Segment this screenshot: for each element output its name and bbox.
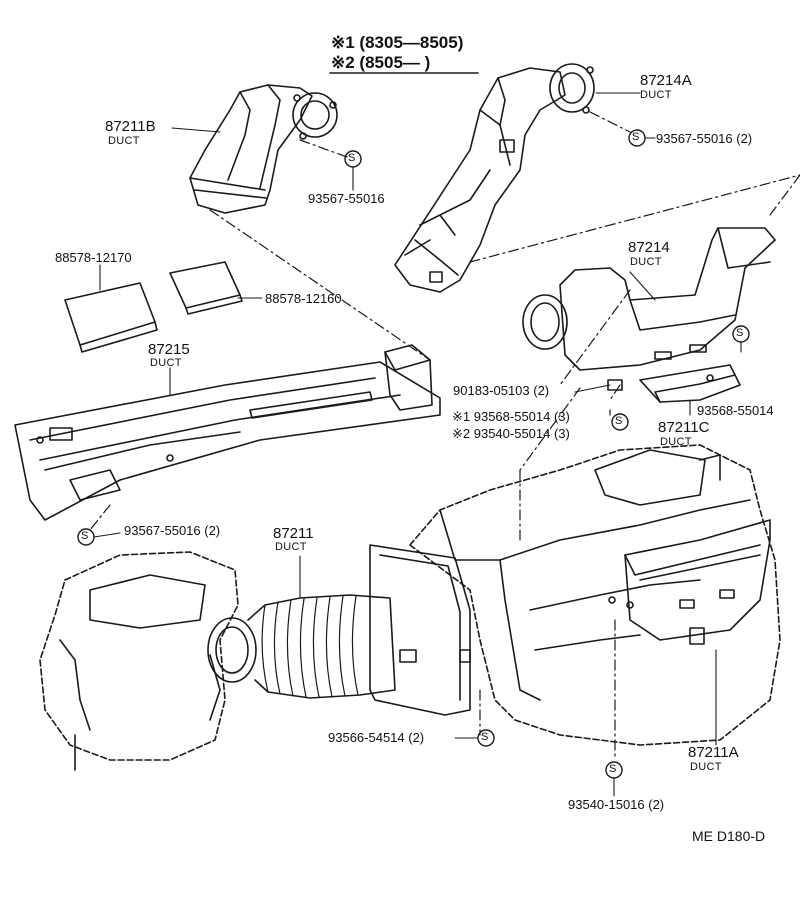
- part-number-87211: 87211: [273, 525, 314, 542]
- screw-symbol-7: S: [609, 763, 617, 775]
- screw-symbol-6: S: [481, 731, 489, 743]
- diagram-code: ME D180-D: [692, 828, 766, 844]
- legend-line-1: ※1 (8305—8505): [331, 33, 464, 52]
- part-number-87214: 87214: [628, 239, 670, 256]
- filter-88578-12160-drawing: [169, 261, 243, 315]
- screw-symbol-3: S: [736, 327, 744, 339]
- callout-93540-15016: 93540-15016 (2): [568, 797, 665, 812]
- part-number-87214A: 87214A: [640, 72, 692, 89]
- callout-93568-55014-x3: ※1 93568-55014 (3): [452, 409, 570, 424]
- part-name-87211C: DUCT: [660, 436, 692, 448]
- callout-93567-55016-x2-top: 93567-55016 (2): [656, 131, 753, 146]
- duct-87214-drawing: [522, 227, 776, 371]
- duct-87215-drawing: [14, 344, 441, 521]
- callout-93566-54514: 93566-54514 (2): [328, 730, 425, 745]
- part-name-87211B: DUCT: [108, 135, 140, 147]
- callout-88578-12160: 88578-12160: [265, 291, 342, 306]
- assembly-guide-lines: [89, 111, 800, 761]
- duct-87214A-drawing: [394, 63, 595, 293]
- duct-87211B-drawing: [189, 84, 338, 214]
- part-number-87215: 87215: [148, 341, 190, 358]
- filter-88578-12170-drawing: [64, 282, 158, 353]
- screw-symbol-2: S: [632, 131, 640, 143]
- part-name-87211: DUCT: [275, 541, 307, 553]
- callout-90183-05103: 90183-05103 (2): [453, 383, 550, 398]
- screw-symbol-1: S: [348, 152, 356, 164]
- part-name-87214: DUCT: [630, 256, 662, 268]
- duct-87211C-drawing: [607, 364, 741, 403]
- part-name-87215: DUCT: [150, 357, 182, 369]
- screw-symbol-5: S: [81, 530, 89, 542]
- screw-symbols: [77, 129, 750, 779]
- callout-88578-12170: 88578-12170: [55, 250, 132, 265]
- part-number-87211C: 87211C: [658, 419, 710, 436]
- part-name-87211A: DUCT: [690, 761, 722, 773]
- part-name-87214A: DUCT: [640, 89, 672, 101]
- duct-87211-drawing: [207, 544, 471, 716]
- part-number-87211A: 87211A: [688, 744, 739, 761]
- leader-lines: [93, 92, 742, 797]
- callout-93540-55014-x3: ※2 93540-55014 (3): [452, 426, 570, 441]
- blower-unit-drawing: [409, 444, 781, 746]
- part-number-87211B: 87211B: [105, 118, 156, 135]
- callout-93568-55014: 93568-55014: [697, 403, 774, 418]
- air-cleaner-drawing: [39, 551, 239, 771]
- screw-symbol-4: S: [615, 415, 623, 427]
- callout-93567-55016-x2-left: 93567-55016 (2): [124, 523, 221, 538]
- callout-93567-55016: 93567-55016: [308, 191, 385, 206]
- legend-line-2: ※2 (8505— ): [331, 53, 431, 72]
